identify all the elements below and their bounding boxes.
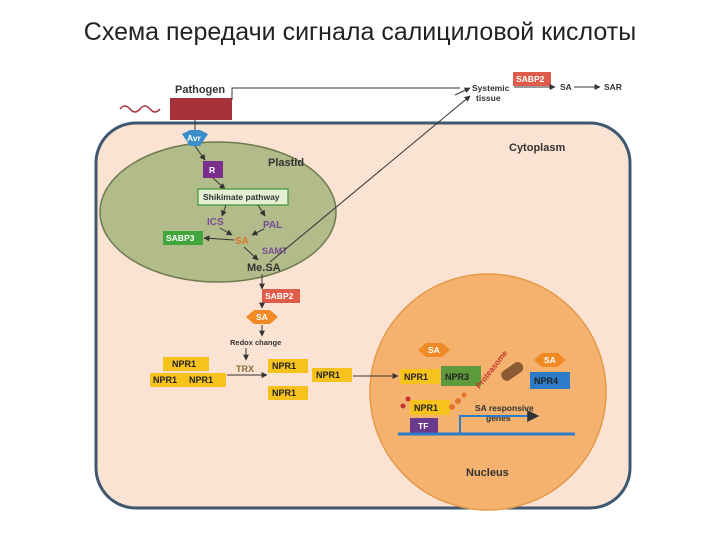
sabp2-label: SABP2 bbox=[265, 291, 294, 301]
sabp3-label: SABP3 bbox=[166, 233, 195, 243]
nucleus bbox=[369, 273, 607, 511]
sabp2-box bbox=[262, 289, 300, 303]
nucleus-sa-hex-right bbox=[534, 353, 566, 367]
trx-label: TRX bbox=[236, 364, 254, 374]
tf-label: TF bbox=[418, 421, 428, 431]
npr1-oligomer-top-label: NPR1 bbox=[172, 359, 196, 369]
tf-box bbox=[410, 418, 438, 433]
fragment-dot-3 bbox=[455, 398, 461, 404]
ics-sa-arrow bbox=[219, 227, 233, 236]
avr-shape bbox=[182, 130, 208, 146]
npr1-monomer-a-label: NPR1 bbox=[272, 361, 296, 371]
ics-label: ICS bbox=[207, 217, 224, 228]
npr1-nucleus-label: NPR1 bbox=[404, 372, 428, 382]
npr4-label: NPR4 bbox=[534, 376, 558, 386]
avr-r-arrow bbox=[194, 145, 206, 161]
sabp3-box bbox=[163, 231, 203, 245]
plastid-sa-label: SA bbox=[235, 236, 249, 247]
npr1-monomer-c-label: NPR1 bbox=[316, 370, 340, 380]
npr1-tf-box bbox=[410, 400, 450, 415]
npr1-tf-label: NPR1 bbox=[414, 403, 438, 413]
systemic-label-2: tissue bbox=[476, 93, 501, 103]
sa-sabp3-arrow bbox=[203, 235, 235, 242]
fragment-dot-2 bbox=[400, 403, 406, 409]
pathogen-box bbox=[170, 98, 232, 120]
npr1-oligomer-left-label: NPR1 bbox=[153, 375, 177, 385]
npr1-nucleus-box bbox=[400, 369, 440, 384]
npr1-monomer-c bbox=[312, 368, 352, 382]
cyto-sa-hex bbox=[246, 310, 278, 324]
sa-genes-label-2: genes bbox=[486, 413, 511, 423]
fragment-dot-5 bbox=[461, 392, 467, 398]
pathogen-systemic-path bbox=[231, 87, 460, 100]
npr1-oligomer-right bbox=[186, 373, 226, 387]
sar-label: SAR bbox=[604, 82, 622, 92]
npr3-label: NPR3 bbox=[445, 372, 469, 382]
pal-sa-arrow bbox=[251, 228, 265, 236]
fragment-dot-4 bbox=[449, 404, 455, 410]
plastid-label: Plastid bbox=[268, 157, 304, 169]
systemic-inner-arrow bbox=[454, 87, 471, 96]
transcription-arrow bbox=[459, 410, 540, 434]
npr4-box bbox=[530, 372, 570, 389]
fragment-dot-1 bbox=[405, 396, 411, 402]
r-box bbox=[203, 161, 223, 178]
npr1-monomer-b bbox=[268, 386, 308, 400]
mesa-systemic-arrow bbox=[269, 95, 471, 263]
avr-label: Avr bbox=[187, 133, 202, 143]
nucleus-sa-right-label: SA bbox=[544, 355, 556, 365]
nucleus-sa-left-label: SA bbox=[428, 345, 440, 355]
pathogen-squiggle bbox=[119, 105, 161, 113]
shikimate-box bbox=[197, 188, 289, 206]
cyto-sa-label: SA bbox=[256, 312, 268, 322]
npr1-oligomer-top bbox=[163, 357, 209, 371]
r-label: R bbox=[209, 165, 215, 175]
shikimate-ics-arrow bbox=[221, 204, 227, 217]
cytoplasm-label: Cytoplasm bbox=[509, 142, 565, 154]
mesa-label: Me.SA bbox=[247, 262, 281, 274]
redox-label: Redox change bbox=[230, 338, 281, 347]
pal-label: PAL bbox=[263, 220, 282, 231]
systemic-sa-label: SA bbox=[560, 82, 572, 92]
sabp2-top-label: SABP2 bbox=[516, 74, 545, 84]
sa-genes-label-1: SA responsive bbox=[475, 403, 534, 413]
slide-title: Схема передачи сигнала салициловой кисло… bbox=[83, 18, 637, 46]
r-shikimate-arrow bbox=[212, 177, 226, 190]
npr1-monomer-a bbox=[268, 359, 308, 373]
plastid bbox=[99, 141, 337, 283]
nucleus-sa-hex-left bbox=[418, 343, 450, 357]
samt-label: SAMT bbox=[262, 246, 288, 256]
npr1-oligomer-left bbox=[150, 373, 190, 387]
systemic-label-1: Systemic bbox=[472, 83, 510, 93]
npr1-monomer-b-label: NPR1 bbox=[272, 388, 296, 398]
pathogen-label: Pathogen bbox=[175, 84, 225, 96]
npr3-box bbox=[441, 366, 481, 386]
shikimate-label: Shikimate pathway bbox=[203, 192, 280, 202]
npr1-oligomer-right-label: NPR1 bbox=[189, 375, 213, 385]
sabp2-top-box bbox=[513, 72, 551, 86]
sa-mesa-arrow bbox=[243, 246, 259, 261]
shikimate-pal-arrow bbox=[257, 204, 266, 217]
nucleus-label: Nucleus bbox=[466, 467, 509, 479]
proteasome-cylinder bbox=[501, 361, 524, 381]
